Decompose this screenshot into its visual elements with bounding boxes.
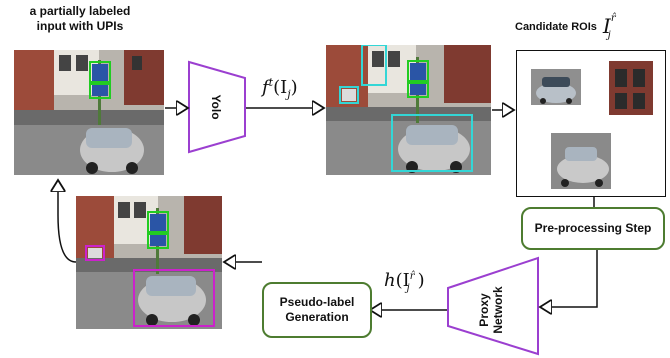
output-street-photo <box>76 196 222 329</box>
input-caption-line1: a partially labeled <box>29 4 131 18</box>
yolo-output-sub: j <box>287 87 291 101</box>
candidate-symbol-base: I <box>602 13 611 38</box>
preprocessing-label: Pre-processing Step <box>534 221 652 235</box>
input-caption-line2: input with UPIs <box>36 19 124 33</box>
candidate-roi-car-small <box>531 69 581 105</box>
street-scene-with-pseudo-labels <box>76 196 222 329</box>
proxy-output-fn: h <box>384 270 396 291</box>
candidate-symbol-sub: j <box>607 29 611 41</box>
arrow-feedback-loop <box>58 180 77 263</box>
proxy-network-label: Proxy Network <box>477 275 505 345</box>
roi-car-small-illustration <box>531 69 581 105</box>
detections-street-photo <box>326 45 491 175</box>
candidate-rois-header: Candidate ROIs Ir̂ j <box>515 12 665 42</box>
preprocessing-step-box: Pre-processing Step <box>521 207 665 250</box>
arrow-preprocessing-to-proxy <box>540 248 598 307</box>
yolo-trapezoid <box>188 60 246 154</box>
proxy-output-arg: (I <box>395 270 410 291</box>
candidate-symbol-sup: r̂ <box>610 12 616 24</box>
proxy-label-line1: Proxy <box>477 293 491 327</box>
input-street-photo <box>14 50 164 175</box>
input-caption: a partially labeled input with UPIs <box>5 4 155 34</box>
roi-car-large-illustration <box>551 133 611 189</box>
proxy-output-expression: h(Ir̂j) <box>384 270 425 294</box>
proxy-network-trapezoid <box>447 256 539 356</box>
proxy-output-sub: j <box>406 282 410 294</box>
yolo-output-expression: ft(Ij) <box>262 76 298 101</box>
street-scene-illustration <box>14 50 164 175</box>
pseudo-label-generation-box: Pseudo-label Generation <box>262 282 372 338</box>
proxy-output-sup: r̂ <box>409 271 415 282</box>
pseudo-label-line2: Generation <box>285 310 349 324</box>
candidate-roi-window <box>609 61 653 115</box>
yolo-output-arg: (I <box>273 77 288 98</box>
yolo-output-sup: t <box>268 76 274 89</box>
street-scene-with-detections <box>326 45 491 175</box>
candidate-rois-box <box>516 50 666 197</box>
pseudo-label-line1: Pseudo-label <box>279 295 355 309</box>
yolo-label: Yolo <box>209 94 223 120</box>
yolo-output-fn: f <box>262 77 269 98</box>
proxy-label-line2: Network <box>491 286 505 334</box>
candidate-roi-car-large <box>551 133 611 189</box>
candidate-rois-label: Candidate ROIs <box>515 21 597 33</box>
roi-window-illustration <box>609 61 653 115</box>
candidate-rois-symbol: Ir̂ j <box>602 12 619 41</box>
